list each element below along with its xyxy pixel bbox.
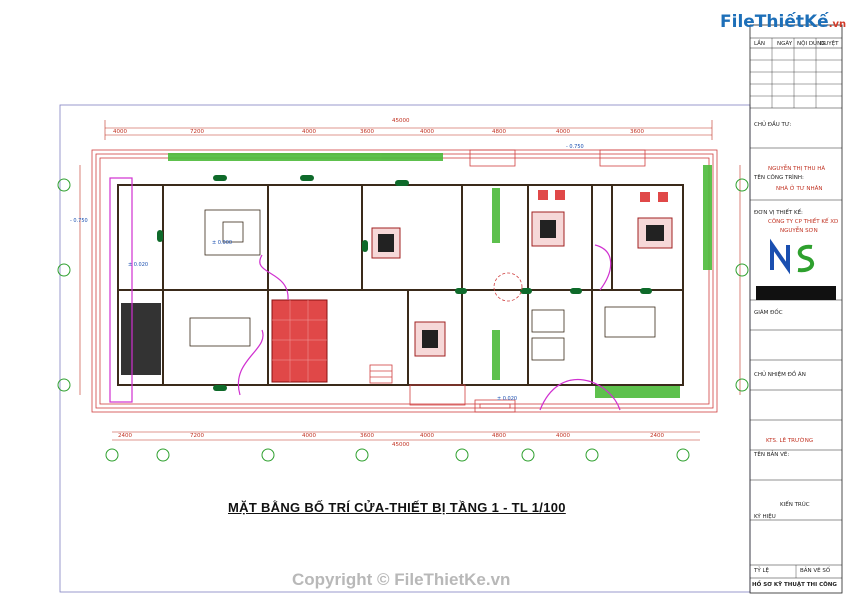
bottom-dimension-1: 2400: [118, 433, 132, 439]
axis-bubble-right-3: [735, 378, 749, 392]
bedroom-furniture: [371, 211, 673, 357]
axis-bubble-left-1: [57, 178, 71, 192]
copyright-watermark: Copyright © FileThietKe.vn: [292, 570, 511, 589]
bed-cores: [378, 220, 664, 348]
tb-owner-label: CHỦ ĐẦU TƯ:: [754, 122, 792, 128]
tb-designer-label: ĐƠN VỊ THIẾT KẾ:: [754, 210, 803, 216]
axis-bubble-bottom-2: [156, 448, 170, 462]
top-dimension-1: 4000: [113, 129, 127, 135]
corridor-circle: [493, 272, 523, 302]
red-patterned-floor: [271, 299, 328, 383]
tb-designer-company: CÔNG TY CP THIẾT KẾ XD: [768, 219, 839, 225]
bottom-dimension-7: 4000: [556, 433, 570, 439]
axis-bubble-bottom-6: [521, 448, 535, 462]
dark-hatched-room: [121, 303, 161, 375]
total-dimension-top: 45000: [392, 118, 410, 124]
bottom-dimension-2: 7200: [190, 433, 204, 439]
tb-chief-name: KTS. LÊ TRƯỜNG: [766, 438, 814, 444]
top-dimension-chain: [104, 120, 713, 140]
axis-bubbles: [57, 178, 749, 462]
tb-project-label: TÊN CÔNG TRÌNH:: [754, 175, 804, 181]
tb-chief-label: CHỦ NHIỆM ĐỒ ÁN: [754, 372, 806, 378]
top-dimension-4: 3600: [360, 129, 374, 135]
title-block: [749, 24, 843, 594]
axis-bubble-bottom-1: [105, 448, 119, 462]
bottom-dimension-8: 2400: [650, 433, 664, 439]
door-swings: [157, 175, 652, 391]
axis-bubble-right-1: [735, 178, 749, 192]
level-mark-outside-left: - 0.750: [70, 218, 88, 224]
magenta-markers: [109, 177, 621, 411]
axis-bubble-bottom-4: [355, 448, 369, 462]
tb-scale-label: TỶ LỆ: [754, 568, 770, 574]
entrance-steps: [409, 149, 646, 413]
level-mark-entrance: ± 0.020: [497, 396, 518, 402]
top-dimension-7: 4000: [556, 129, 570, 135]
living-dining-furniture: [189, 209, 656, 361]
tb-director-label: GIÁM ĐỐC: [754, 310, 783, 316]
green-planting-strips: [168, 153, 712, 398]
tb-discipline: KIẾN TRÚC: [780, 502, 810, 508]
axis-bubble-left-2: [57, 263, 71, 277]
tb-sheet-no-label: BẢN VẼ SỐ: [800, 568, 831, 574]
bottom-dimension-5: 4000: [420, 433, 434, 439]
side-dimension-chains: [79, 165, 741, 395]
bottom-dimension-chain: [112, 431, 700, 441]
drawing-title: MẶT BẰNG BỐ TRÍ CỬA-THIẾT BỊ TẦNG 1 - TL…: [228, 500, 566, 515]
tb-project-name: NHÀ Ở TƯ NHÂN: [776, 186, 823, 192]
tb-drawing-name-label: TÊN BẢN VẼ:: [754, 452, 790, 458]
axis-bubble-bottom-8: [676, 448, 690, 462]
top-dimension-3: 4000: [302, 129, 316, 135]
level-mark-left: ± 0.020: [128, 262, 149, 268]
tb-col-lan: LẦN: [754, 41, 765, 47]
top-dimension-6: 4800: [492, 129, 506, 135]
level-mark-living: ± 0.000: [212, 240, 233, 246]
tb-footer: HỒ SƠ KỸ THUẬT THI CÔNG: [752, 582, 837, 588]
axis-bubble-bottom-5: [455, 448, 469, 462]
top-dimension-5: 4000: [420, 129, 434, 135]
axis-bubble-right-2: [735, 263, 749, 277]
axis-bubble-left-3: [57, 378, 71, 392]
total-dimension-bottom: 45000: [392, 442, 410, 448]
top-dimension-8: 3600: [630, 129, 644, 135]
level-mark-outside-top: - 0.750: [566, 144, 584, 150]
tb-sheet-label: KÝ HIỆU: [754, 514, 776, 520]
tb-col-duyet: DUYỆT: [820, 41, 839, 47]
bottom-dimension-3: 4000: [302, 433, 316, 439]
armchairs: [538, 190, 668, 202]
tb-col-ngay: NGÀY: [777, 41, 793, 47]
stair: [369, 364, 393, 384]
bottom-dimension-6: 4800: [492, 433, 506, 439]
top-dimension-2: 7200: [190, 129, 204, 135]
axis-bubble-bottom-3: [261, 448, 275, 462]
tb-designer-name: NGUYỄN SƠN: [780, 228, 818, 234]
tb-owner-name: NGUYỄN THỊ THU HÀ: [768, 166, 826, 172]
tb-col-noidung: NỘI DUNG: [797, 41, 826, 47]
axis-bubble-bottom-7: [585, 448, 599, 462]
bottom-dimension-4: 3600: [360, 433, 374, 439]
site-logo: FileThiếtKế.vn: [720, 12, 847, 32]
